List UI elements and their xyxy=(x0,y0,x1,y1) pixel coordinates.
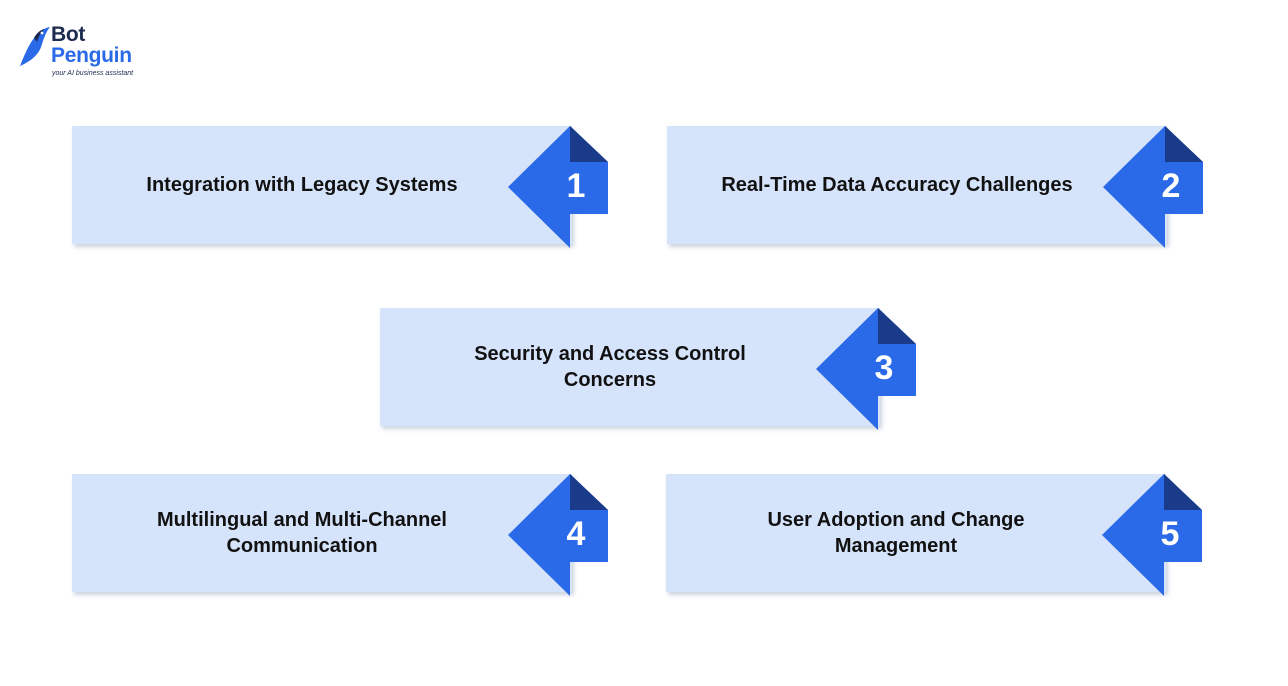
number-arrow-badge xyxy=(508,474,608,596)
card-label-wrapper: User Adoption and Change Management xyxy=(666,474,1126,592)
logo-tagline: your AI business assistant xyxy=(52,70,134,77)
number-arrow-badge xyxy=(1103,126,1203,248)
card-label-wrapper: Security and Access Control Concerns xyxy=(380,308,840,426)
card-label-wrapper: Real-Time Data Accuracy Challenges xyxy=(667,126,1127,244)
challenge-card-5: User Adoption and Change Management 5 xyxy=(666,474,1206,596)
card-background xyxy=(72,126,572,244)
card-label: User Adoption and Change Management xyxy=(767,509,1025,557)
card-background xyxy=(72,474,572,592)
card-background xyxy=(667,126,1167,244)
card-background xyxy=(380,308,880,426)
challenge-card-4: Multilingual and Multi-Channel Communica… xyxy=(72,474,612,596)
card-background xyxy=(666,474,1166,592)
challenge-card-2: Real-Time Data Accuracy Challenges 2 xyxy=(667,126,1207,248)
number-arrow-badge xyxy=(816,308,916,430)
challenge-card-1: Integration with Legacy Systems 1 xyxy=(72,126,612,248)
card-number: 5 xyxy=(1160,515,1180,553)
penguin-logo-icon xyxy=(20,27,50,66)
card-label: Security and Access Control Concerns xyxy=(474,343,746,391)
card-label: Multilingual and Multi-Channel Communica… xyxy=(157,509,447,557)
logo-text-penguin: Penguin xyxy=(51,44,132,67)
botpenguin-logo: Bot Penguin your AI business assistant xyxy=(18,24,158,84)
card-label: Integration with Legacy Systems xyxy=(146,174,458,196)
challenge-card-3: Security and Access Control Concerns 3 xyxy=(380,308,920,430)
card-number: 4 xyxy=(566,515,586,553)
number-arrow-badge xyxy=(508,126,608,248)
card-number: 1 xyxy=(566,167,586,205)
card-label-wrapper: Multilingual and Multi-Channel Communica… xyxy=(72,474,532,592)
number-arrow-badge xyxy=(1102,474,1202,596)
logo-text-bot: Bot xyxy=(51,23,86,46)
card-number: 3 xyxy=(874,349,894,387)
card-label: Real-Time Data Accuracy Challenges xyxy=(721,174,1073,196)
card-label-wrapper: Integration with Legacy Systems xyxy=(72,126,532,244)
card-number: 2 xyxy=(1161,167,1181,205)
